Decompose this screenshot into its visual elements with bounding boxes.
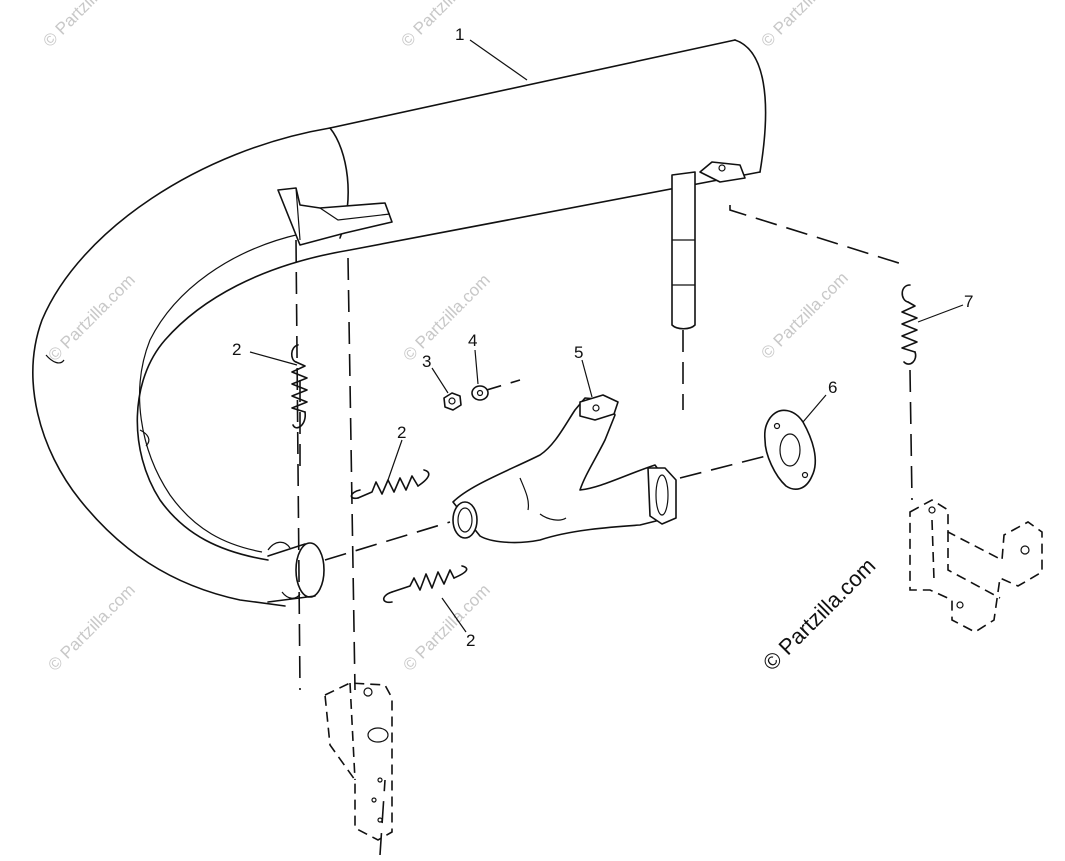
spring-2-vertical	[290, 344, 308, 429]
watermark-faint: © Partzilla.com	[399, 270, 493, 364]
watermark-faint: © Partzilla.com	[44, 580, 138, 674]
callout-5: 5	[574, 343, 583, 362]
callout-2c: 2	[466, 631, 475, 650]
y-pipe-5	[452, 394, 677, 544]
watermark-faint: © Partzilla.com	[39, 0, 133, 51]
assembly-lines	[295, 205, 913, 856]
watermark-faint: © Partzilla.com	[757, 268, 851, 362]
callout-2b: 2	[397, 423, 406, 442]
leader-lines	[249, 39, 964, 633]
spring-7	[901, 284, 918, 365]
callout-6: 6	[828, 378, 837, 397]
callouts: 1 2 2 2 3 4 5 6 7	[232, 25, 973, 650]
nut-3	[443, 392, 462, 411]
callout-1: 1	[455, 25, 464, 44]
gasket-6	[679, 409, 817, 490]
washer-4	[471, 385, 489, 401]
watermark-main: © Partzilla.com	[758, 553, 881, 676]
frame-bracket-right	[909, 499, 1043, 633]
callout-7: 7	[964, 292, 973, 311]
spring-2-middle	[350, 469, 430, 500]
watermark-faint: © Partzilla.com	[399, 580, 493, 674]
muffler-assembly	[32, 39, 767, 607]
spring-2-lower	[382, 565, 468, 604]
frame-bracket-lower	[324, 682, 393, 841]
faint-watermarks: © Partzilla.com © Partzilla.com © Partzi…	[39, 0, 851, 675]
watermark-faint: © Partzilla.com	[44, 270, 138, 364]
callout-2a: 2	[232, 340, 241, 359]
callout-3: 3	[422, 352, 431, 371]
watermark-faint: © Partzilla.com	[397, 0, 491, 51]
watermark-faint: © Partzilla.com	[757, 0, 851, 51]
callout-4: 4	[468, 331, 477, 350]
